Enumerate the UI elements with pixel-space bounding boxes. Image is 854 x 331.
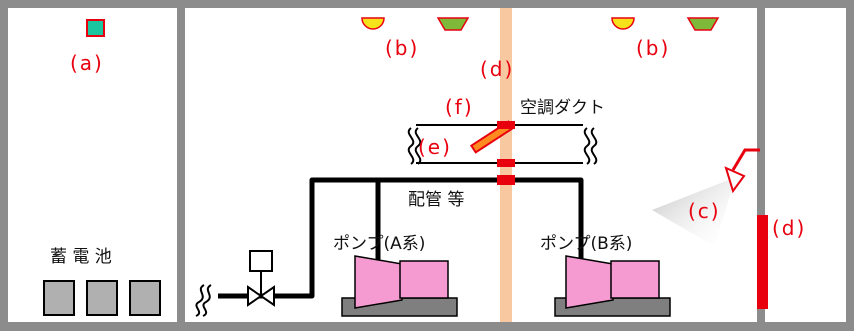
label-d-right: (d) (772, 216, 806, 240)
detection-cone (652, 177, 736, 246)
label-b-left: (b) (385, 36, 419, 60)
label-a: (a) (70, 51, 104, 75)
wall-fire-barrier (757, 215, 768, 309)
label-d-center: (d) (480, 57, 514, 81)
pump-b (554, 255, 671, 317)
valve-icon (247, 250, 275, 307)
label-e: (e) (418, 135, 452, 159)
batteries (43, 280, 161, 316)
pump-b-label: ポンプ(B系) (540, 234, 632, 254)
battery-label: 蓄 電 池 (50, 247, 112, 267)
ceiling-detectors-right (611, 17, 720, 31)
label-c: (c) (688, 199, 721, 223)
pipe-break-left (195, 284, 212, 317)
piping-label: 配管 等 (408, 190, 464, 210)
duct-penetration-top (497, 121, 515, 129)
ceiling-detectors-left (361, 17, 470, 31)
pipe-penetration (497, 175, 515, 185)
piping (218, 177, 584, 299)
pump-a-label: ポンプ(A系) (333, 234, 425, 254)
flame-detector-icon (724, 148, 760, 194)
duct-penetration-bottom (497, 159, 515, 167)
label-f: (f) (445, 95, 474, 119)
duct-label: 空調ダクト (520, 98, 605, 118)
pump-a (341, 255, 458, 317)
sensor-a-icon (86, 19, 105, 37)
label-b-right: (b) (636, 36, 670, 60)
